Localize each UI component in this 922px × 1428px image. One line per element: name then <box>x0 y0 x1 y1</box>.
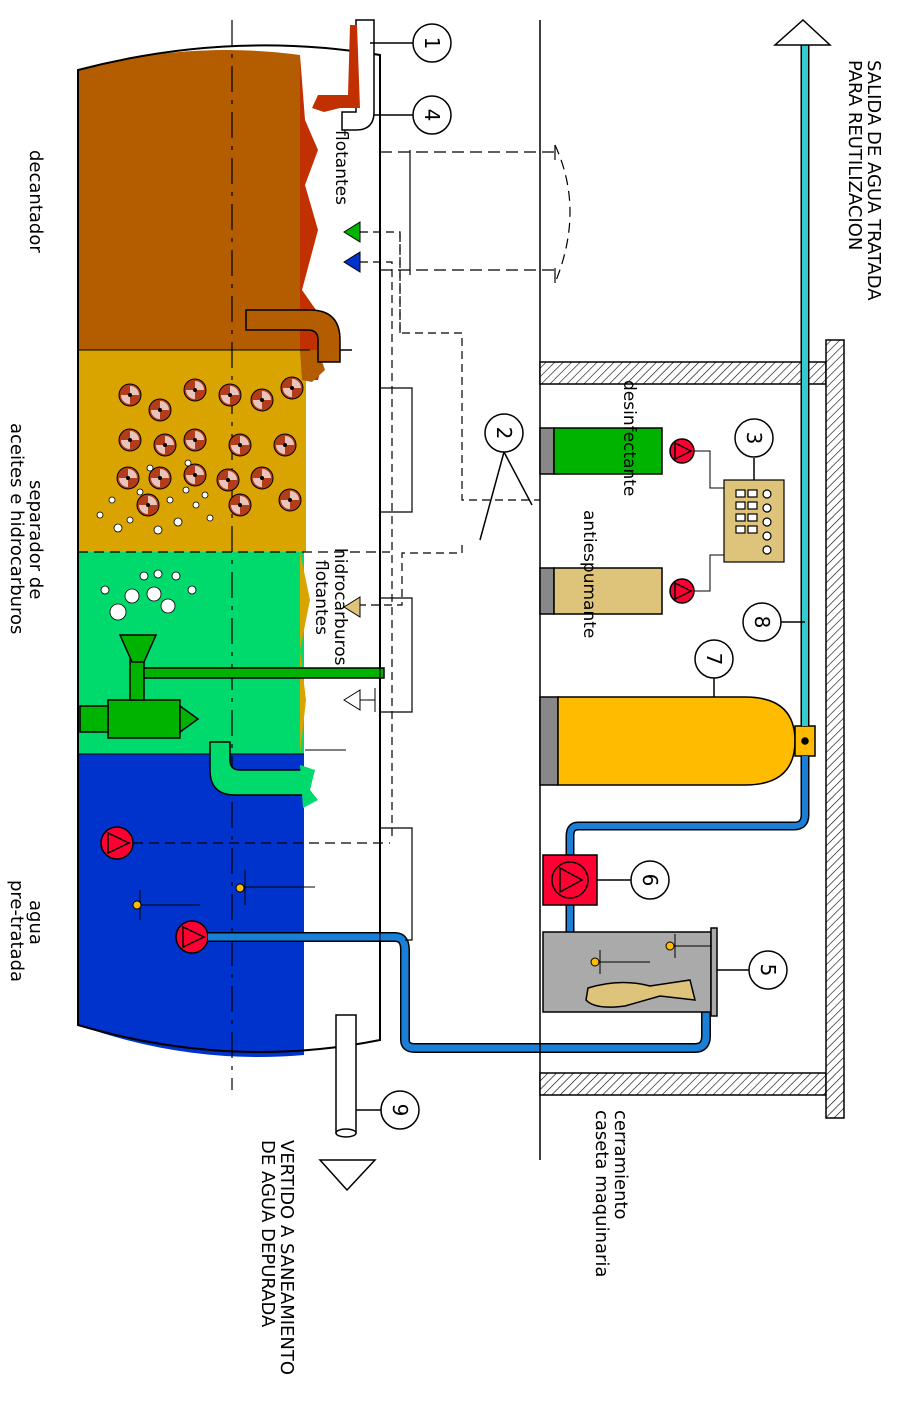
callouts <box>356 23 805 1130</box>
hidrocarburos-label-2: flotantes <box>311 560 331 635</box>
agua-label-2: pre-tratada <box>6 880 27 982</box>
right-channels <box>379 144 571 1040</box>
caseta-enclosure <box>539 339 845 1119</box>
callout-6: 6 <box>638 874 662 887</box>
treated-water-pipe <box>565 18 832 932</box>
callout-4: 4 <box>420 109 444 122</box>
control-lines <box>360 230 540 840</box>
desinfectante-tank <box>539 427 724 489</box>
callout-3: 3 <box>742 432 766 445</box>
lift-pumps <box>100 826 390 954</box>
callout-7: 7 <box>702 653 726 666</box>
callout-5: 5 <box>756 964 780 977</box>
vertido-label-1: VERTIDO A SANEAMIENTO <box>276 1140 297 1375</box>
flotantes-markers <box>343 221 376 712</box>
callout-9: 9 <box>388 1104 412 1117</box>
vertido-label-2: DE AGUA DEPURADA <box>257 1140 278 1328</box>
callout-8: 8 <box>750 616 774 629</box>
callout-1: 1 <box>420 37 444 50</box>
decantador-zone <box>78 50 300 350</box>
booster-pump <box>542 854 598 906</box>
level-indicators <box>132 749 346 920</box>
antiespumante-tank <box>539 554 724 615</box>
callout-2: 2 <box>492 427 516 440</box>
discharge-pipe <box>318 1014 377 1192</box>
separador-label-2: aceites e hidrocarburos <box>6 423 27 634</box>
callout-numbers: 1 2 3 4 5 6 7 8 9 <box>388 37 780 1117</box>
antiespumante-label: antiespumante <box>579 510 599 638</box>
cerramiento-label-2: caseta maquinaria <box>591 1110 612 1277</box>
agua-label-1: agua <box>25 900 46 945</box>
cerramiento-label-1: cerramiento <box>610 1110 631 1220</box>
aeration-blower <box>79 634 385 739</box>
labels: SALIDA DE AGUA TRATADA PARA REUTILIZACIO… <box>6 60 884 1375</box>
decantador-outlet-pipe <box>245 309 352 363</box>
separator-outlet-pipe <box>209 741 318 808</box>
air-bubbles <box>96 459 214 621</box>
hidrocarburos-label-1: hidrocarburos <box>330 548 350 666</box>
decantador-label: decantador <box>25 150 46 253</box>
salida-label-2: PARA REUTILIZACION <box>844 60 865 250</box>
inlet-pipe <box>312 19 375 131</box>
filter-unit <box>542 927 718 1017</box>
desinfectante-label: desinfectante <box>619 380 639 496</box>
separador-label-1: separador de <box>25 480 46 599</box>
floating-waste <box>300 55 330 380</box>
flotantes-label: flotantes <box>331 130 351 205</box>
pressure-tank <box>539 696 816 786</box>
control-panel <box>723 479 785 563</box>
pretreated-water-pipe <box>208 932 711 1053</box>
salida-label-1: SALIDA DE AGUA TRATADA <box>863 60 884 301</box>
